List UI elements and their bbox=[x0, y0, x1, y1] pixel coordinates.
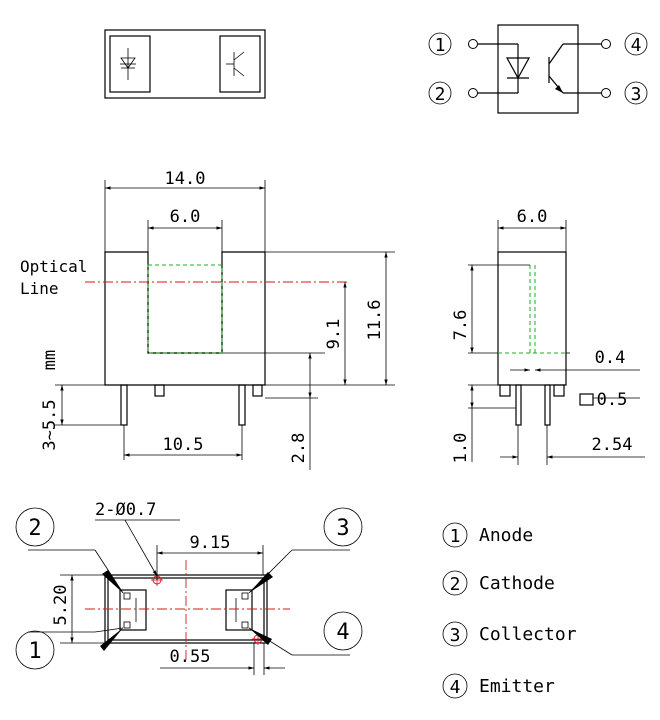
schematic: 1 2 4 3 bbox=[428, 24, 648, 114]
pin-terminal-3: 3 bbox=[601, 81, 648, 105]
dim-height-total: 11.6 bbox=[365, 300, 385, 341]
dim-pin-length: 3~5.5 bbox=[40, 399, 60, 450]
svg-text:4: 4 bbox=[336, 620, 349, 645]
optical-line-label-2: Line bbox=[20, 279, 59, 298]
schematic-led-icon bbox=[478, 43, 531, 94]
unit-label: mm bbox=[40, 350, 60, 370]
legend-item-2: 2 Cathode bbox=[442, 570, 555, 596]
dim-hole-offset: 0.55 bbox=[170, 647, 211, 667]
dim-hole-pitch: 9.15 bbox=[190, 533, 231, 553]
svg-text:3: 3 bbox=[631, 84, 642, 105]
dim-hole-spec: 2-Ø0.7 bbox=[95, 500, 156, 520]
legend-label-collector: Collector bbox=[479, 624, 577, 645]
legend-item-3: 3 Collector bbox=[442, 621, 577, 647]
svg-text:3: 3 bbox=[336, 516, 349, 541]
dim-side-height: 7.6 bbox=[451, 310, 471, 341]
callout-pin-1: 1 bbox=[15, 627, 124, 670]
svg-text:2: 2 bbox=[435, 84, 446, 105]
front-view: 14.0 6.0 11.6 9.1 2.8 10.5 3~5.5 mm Opti… bbox=[20, 169, 395, 470]
svg-text:1: 1 bbox=[435, 35, 446, 56]
callout-pin-4: 4 bbox=[248, 611, 363, 656]
footprint-view: 2-Ø0.7 9.15 5.20 0.55 2 1 3 bbox=[15, 500, 363, 675]
side-view: 6.0 7.6 0.4 0.5 1.0 2.54 bbox=[451, 207, 645, 465]
dim-lead-offset: 1.0 bbox=[451, 433, 471, 464]
dim-side-width: 6.0 bbox=[517, 207, 548, 227]
schematic-transistor-icon bbox=[548, 43, 603, 94]
svg-text:4: 4 bbox=[631, 35, 642, 56]
package-top-view bbox=[104, 29, 266, 99]
legend-label-emitter: Emitter bbox=[479, 676, 555, 697]
legend-item-4: 4 Emitter bbox=[442, 673, 555, 699]
dim-optical-height: 9.1 bbox=[324, 319, 344, 350]
led-symbol-icon bbox=[120, 48, 136, 80]
callout-pin-3: 3 bbox=[248, 507, 363, 594]
dim-pin-pitch: 10.5 bbox=[163, 435, 204, 455]
legend-label-cathode: Cathode bbox=[479, 573, 555, 594]
optical-line-label-1: Optical bbox=[20, 257, 87, 276]
dim-slot-width: 6.0 bbox=[170, 207, 201, 227]
dim-hole-row-pitch: 5.20 bbox=[51, 585, 71, 626]
callout-pin-2: 2 bbox=[15, 507, 124, 594]
svg-text:1: 1 bbox=[450, 526, 461, 547]
hidden-slot bbox=[147, 264, 223, 354]
dim-base-height: 2.8 bbox=[289, 433, 309, 464]
svg-text:4: 4 bbox=[450, 677, 461, 698]
legend-item-1: 1 Anode bbox=[442, 522, 533, 548]
dim-width-total: 14.0 bbox=[165, 169, 206, 189]
dim-lead-width: 0.4 bbox=[595, 348, 626, 368]
svg-text:3: 3 bbox=[450, 625, 461, 646]
pin-terminal-2: 2 bbox=[428, 81, 478, 105]
dim-lead-thick: 0.5 bbox=[597, 390, 628, 410]
dim-lead-pitch: 2.54 bbox=[592, 435, 633, 455]
svg-text:2: 2 bbox=[28, 516, 41, 541]
legend-label-anode: Anode bbox=[479, 525, 533, 546]
pin-terminal-1: 1 bbox=[428, 32, 478, 56]
svg-text:1: 1 bbox=[28, 639, 41, 664]
svg-text:2: 2 bbox=[450, 574, 461, 595]
phototransistor-symbol-icon bbox=[226, 51, 245, 77]
pin-terminal-4: 4 bbox=[601, 32, 648, 56]
pin-legend: 1 Anode 2 Cathode 3 Collector 4 Emitter bbox=[442, 522, 577, 699]
